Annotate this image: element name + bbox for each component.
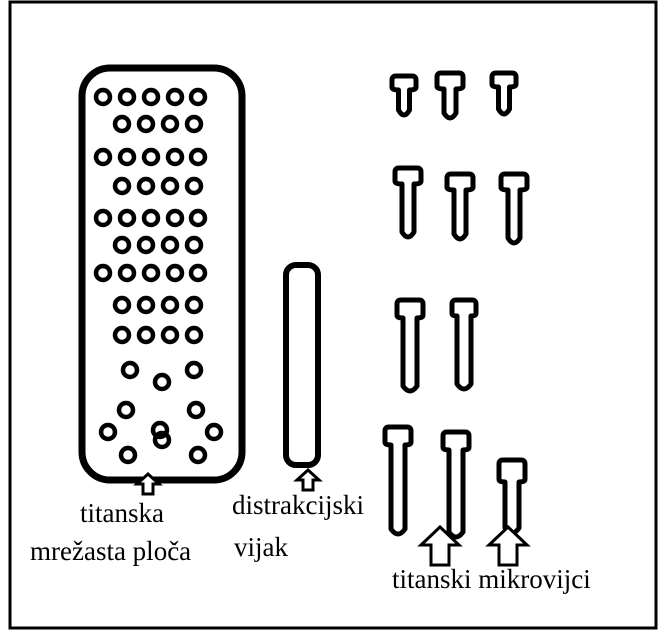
micro-screws: [385, 73, 527, 537]
mesh-plate-label-line2: mrežasta ploča: [30, 538, 191, 565]
micro-screw: [385, 427, 411, 534]
mesh-hole: [191, 211, 205, 225]
micro-screw: [452, 300, 476, 389]
micro-screw: [492, 73, 516, 114]
micro-screw: [397, 300, 423, 391]
mesh-hole: [96, 90, 110, 104]
mesh-hole: [96, 150, 110, 164]
up-arrow-icon: [297, 470, 319, 490]
micro-screw: [447, 174, 473, 239]
micro-screw: [501, 174, 527, 243]
mesh-hole: [191, 266, 205, 280]
micro-screw: [437, 73, 463, 118]
microscrews-label: titanski mikrovijci: [392, 566, 591, 593]
micro-screw: [443, 432, 469, 537]
micro-screw: [499, 460, 525, 533]
mesh-hole: [187, 238, 201, 252]
mesh-hole: [187, 328, 201, 342]
mesh-hole: [139, 179, 153, 193]
mesh-hole: [168, 211, 182, 225]
mesh-plate-outline: [82, 68, 242, 480]
mesh-hole: [115, 179, 129, 193]
micro-screw: [395, 168, 421, 237]
mesh-hole: [187, 363, 201, 377]
mesh-hole: [191, 150, 205, 164]
distraction-screw: [286, 265, 318, 465]
mesh-hole: [189, 403, 203, 417]
mesh-hole: [115, 328, 129, 342]
mesh-plate-label-line1: titanska: [80, 500, 164, 527]
mesh-hole: [96, 211, 110, 225]
mesh-hole: [155, 433, 169, 447]
mesh-hole: [115, 238, 129, 252]
mesh-plate: [82, 68, 242, 480]
figure-frame: [10, 2, 656, 628]
mesh-hole: [123, 363, 137, 377]
mesh-hole: [187, 179, 201, 193]
mesh-hole: [163, 238, 177, 252]
mesh-hole: [144, 211, 158, 225]
mesh-hole: [144, 90, 158, 104]
mesh-hole: [121, 448, 135, 462]
mesh-hole: [207, 425, 221, 439]
mesh-hole: [139, 117, 153, 131]
mesh-hole: [120, 211, 134, 225]
mesh-plate-holes: [96, 90, 221, 462]
mesh-hole: [139, 298, 153, 312]
mesh-hole: [139, 328, 153, 342]
mesh-hole: [144, 266, 158, 280]
up-arrow-icon: [421, 527, 459, 565]
mesh-hole: [120, 150, 134, 164]
mesh-hole: [144, 150, 158, 164]
distraction-screw-label-line1: distrakcijski: [232, 492, 364, 519]
mesh-hole: [163, 179, 177, 193]
mesh-hole: [168, 150, 182, 164]
mesh-hole: [96, 266, 110, 280]
mesh-hole: [168, 266, 182, 280]
mesh-hole: [168, 90, 182, 104]
mesh-hole: [115, 117, 129, 131]
mesh-hole: [163, 117, 177, 131]
mesh-hole: [187, 117, 201, 131]
mesh-hole: [163, 328, 177, 342]
mesh-hole: [119, 403, 133, 417]
mesh-hole: [120, 266, 134, 280]
mesh-hole: [101, 425, 115, 439]
distraction-screw-label-line2: vijak: [234, 534, 288, 561]
mesh-hole: [120, 90, 134, 104]
up-arrow-icon: [489, 527, 527, 565]
mesh-hole: [191, 90, 205, 104]
mesh-hole: [191, 448, 205, 462]
mesh-hole: [139, 238, 153, 252]
mesh-hole: [115, 298, 129, 312]
micro-screw: [392, 76, 416, 115]
mesh-hole: [163, 298, 177, 312]
mesh-hole: [155, 375, 169, 389]
mesh-hole: [187, 298, 201, 312]
